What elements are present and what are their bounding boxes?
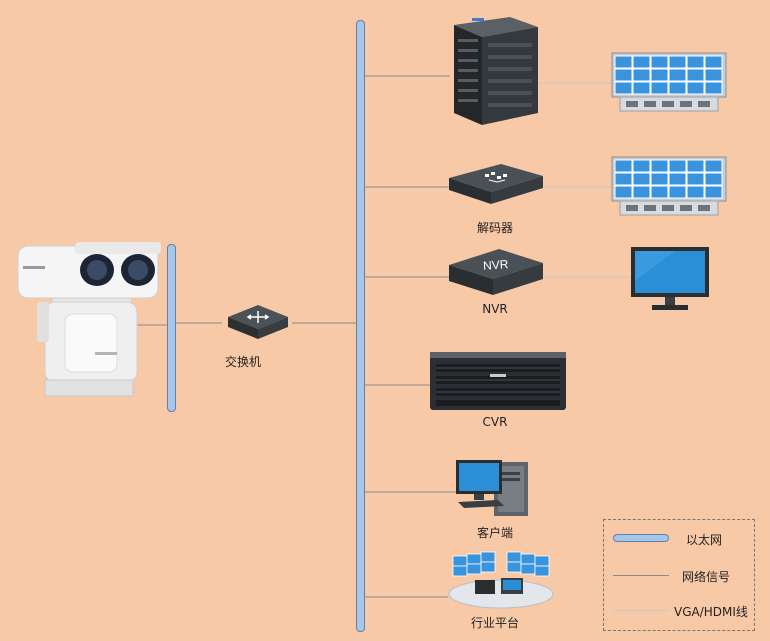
ethernet-camera-bar: [167, 244, 176, 412]
monitor-icon: [631, 247, 709, 310]
cvr-storage-icon[interactable]: [428, 350, 568, 412]
decoder-icon[interactable]: [445, 160, 547, 212]
nvr-icon[interactable]: NVR: [445, 245, 547, 301]
ptz-dual-camera-icon: [17, 242, 161, 397]
server-rack-icon[interactable]: [452, 15, 540, 127]
switch-label: 交换机: [224, 355, 261, 369]
legend-vga-swatch: [613, 610, 669, 611]
legend-network-signal-label: 网络信号: [682, 570, 731, 584]
client-pc-icon[interactable]: [454, 458, 536, 520]
video-wall-icon-2: [611, 156, 727, 216]
decoder-label: 解码器: [476, 221, 513, 235]
legend-ethernet-swatch: [613, 534, 669, 542]
client-label: 客户端: [476, 526, 513, 540]
platform-label: 行业平台: [470, 616, 519, 630]
network-switch-icon[interactable]: [222, 303, 292, 343]
nvr-box-text: NVR: [483, 257, 510, 273]
cvr-label: CVR: [482, 415, 508, 429]
ethernet-backbone-bar: [356, 20, 365, 632]
legend: 以太网 网络信号 VGA/HDMI线: [603, 519, 755, 631]
legend-ethernet-label: 以太网: [686, 533, 723, 547]
video-wall-icon: [611, 52, 727, 112]
legend-vga-label: VGA/HDMI线: [674, 605, 748, 619]
platform-workstation-icon[interactable]: [445, 546, 557, 612]
nvr-label: NVR: [482, 302, 508, 316]
legend-network-signal-swatch: [613, 575, 669, 576]
